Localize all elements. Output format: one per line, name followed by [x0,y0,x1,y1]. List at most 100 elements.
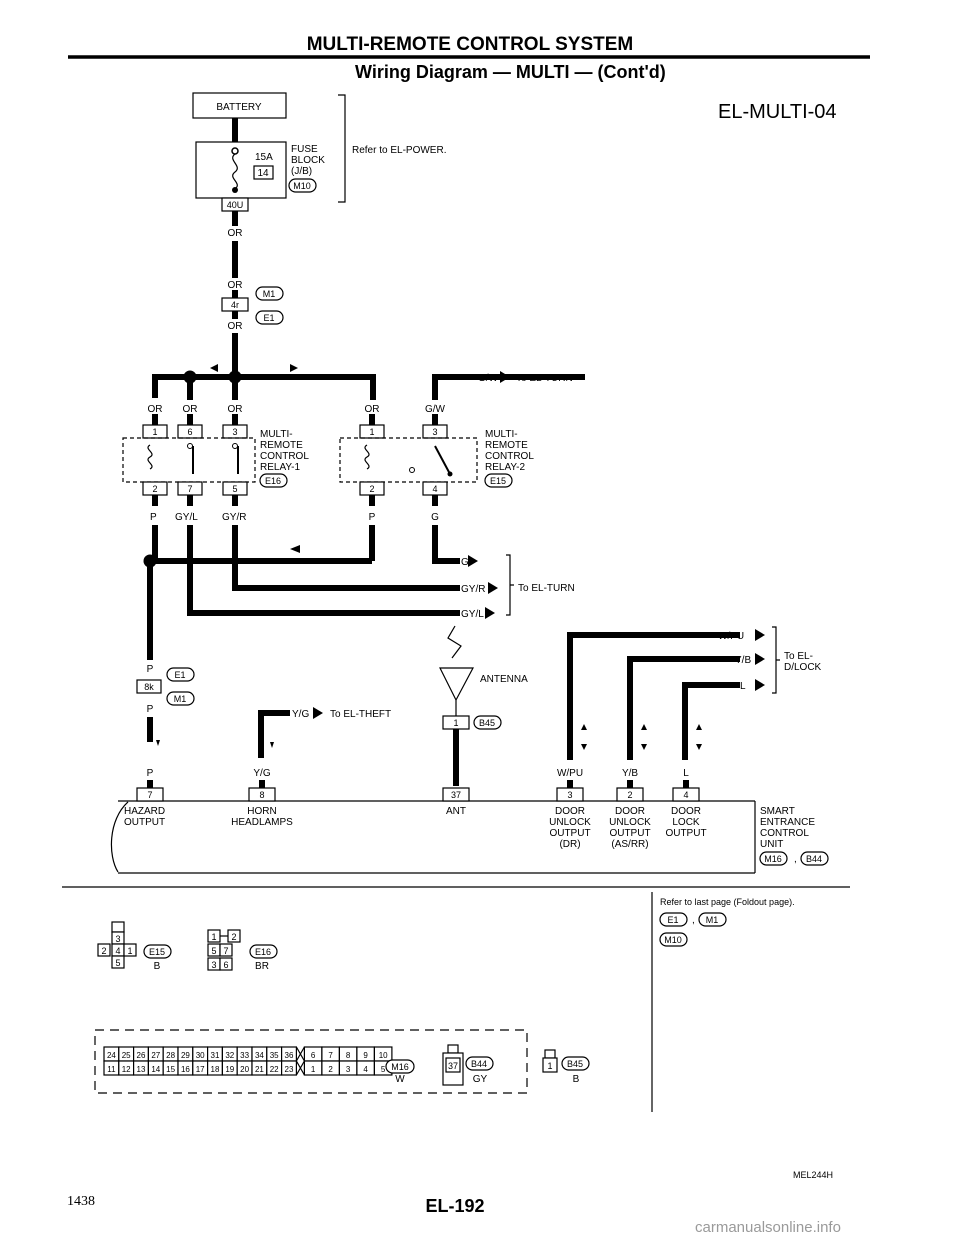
svg-text:GY/R: GY/R [461,584,485,595]
svg-text:7: 7 [223,946,228,956]
connector-e16-badge [249,944,278,959]
fuse-terminal [232,187,238,193]
connector-e1-badge [255,310,284,325]
svg-text:Y/G: Y/G [253,768,270,779]
connector-pin-number: 7 [328,1051,333,1060]
svg-text:DOOR: DOOR [555,806,585,817]
connector-m10-badge [659,932,688,947]
fuse-amp: 15A [255,152,273,163]
svg-text:GY/R: GY/R [222,512,246,523]
arrow-right-icon [313,707,323,719]
unit-pin [672,787,700,802]
svg-text:40U: 40U [227,200,244,210]
svg-text:P: P [147,664,154,675]
arrow-down-icon [156,740,160,746]
relay-coil-icon [364,444,370,470]
svg-text:OUTPUT: OUTPUT [609,828,650,839]
battery-box [192,92,287,119]
connector-m10-badge [288,178,317,193]
arrow-right-icon [755,629,765,641]
svg-text:OR: OR [183,404,198,415]
connector-e16-badge [259,473,288,488]
unit-pin [442,787,470,802]
svg-text:OR: OR [148,404,163,415]
svg-text:GY/L: GY/L [461,609,484,620]
svg-text:,: , [692,915,695,926]
connector-b45-badge [473,715,502,730]
connector-pin-number: 35 [270,1051,279,1060]
svg-text:7: 7 [187,484,192,494]
svg-text:3: 3 [232,427,237,437]
svg-text:UNLOCK: UNLOCK [549,817,591,828]
wire-wpu [567,632,740,760]
svg-text:Y/B: Y/B [735,655,751,666]
svg-text:M1: M1 [706,915,719,925]
connector-b45-badge [561,1056,590,1071]
svg-text:37: 37 [451,790,461,800]
dest-el-dlock: To EL- [784,651,813,662]
svg-text:M10: M10 [293,181,311,191]
fuse-number: 14 [257,168,269,179]
connector-pin [281,1060,298,1076]
svg-text:1: 1 [369,427,374,437]
svg-text:OUTPUT: OUTPUT [124,817,165,828]
connector-b44-badge [465,1056,494,1071]
connector-pin-number: 30 [196,1051,205,1060]
svg-text:B: B [154,961,161,972]
watermark: carmanualsonline.info [695,1219,841,1236]
unit-outline [110,801,129,873]
connector-e1-badge [166,667,195,682]
dest-el-theft: To EL-THEFT [330,709,391,720]
terminal-8k [136,679,162,694]
svg-text:E15: E15 [490,476,506,486]
svg-text:B44: B44 [471,1059,487,1069]
connector-pin-number: 22 [270,1065,279,1074]
svg-text:G/W: G/W [478,373,499,384]
svg-text:OUTPUT: OUTPUT [549,828,590,839]
bidirectional-arrow-icon [581,724,587,750]
svg-text:OUTPUT: OUTPUT [665,828,706,839]
svg-text:M1: M1 [263,289,276,299]
wire-l [682,682,740,760]
svg-text:BR: BR [255,961,269,972]
svg-text:W: W [395,1074,405,1085]
svg-text:1: 1 [453,718,458,728]
svg-text:3: 3 [567,790,572,800]
fuse-number-box [253,165,274,180]
svg-text:E1: E1 [263,313,274,323]
svg-text:E1: E1 [174,670,185,680]
connector-pin-number: 25 [122,1051,131,1060]
svg-text:5: 5 [115,958,120,968]
svg-text:6: 6 [223,960,228,970]
svg-text:GY/L: GY/L [175,512,198,523]
connector-pin-number: 19 [225,1065,234,1074]
relay2-body [339,437,478,483]
connector-e15-face [97,921,137,969]
svg-text:2: 2 [152,484,157,494]
connector-m16-badge [385,1059,415,1074]
wire-gyl [187,525,460,616]
svg-text:W/PU: W/PU [557,768,583,779]
arrow-right-icon [488,582,498,594]
relay1-label: MULTI- [260,429,293,440]
svg-text:ANT: ANT [446,806,466,817]
connector-notch [295,1046,306,1076]
connector-pin-number: 32 [225,1051,234,1060]
unit-pin [616,787,644,802]
figure-reference: MEL244H [793,1170,833,1180]
arrow-right-icon [500,371,510,383]
battery-label: BATTERY [216,102,262,113]
connector-pin-number: 34 [255,1051,264,1060]
page-code: EL-192 [425,1196,484,1216]
svg-text:(DR): (DR) [559,839,580,850]
unit-name: CONTROL [760,828,809,839]
connector-b45-face [542,1049,558,1073]
svg-text:GY: GY [473,1074,488,1085]
arrow-right-icon [468,555,478,567]
fuse-symbol [232,153,238,190]
svg-text:(AS/RR): (AS/RR) [611,839,648,850]
connector-e16-face [207,929,241,971]
unit-name: UNIT [760,839,783,850]
